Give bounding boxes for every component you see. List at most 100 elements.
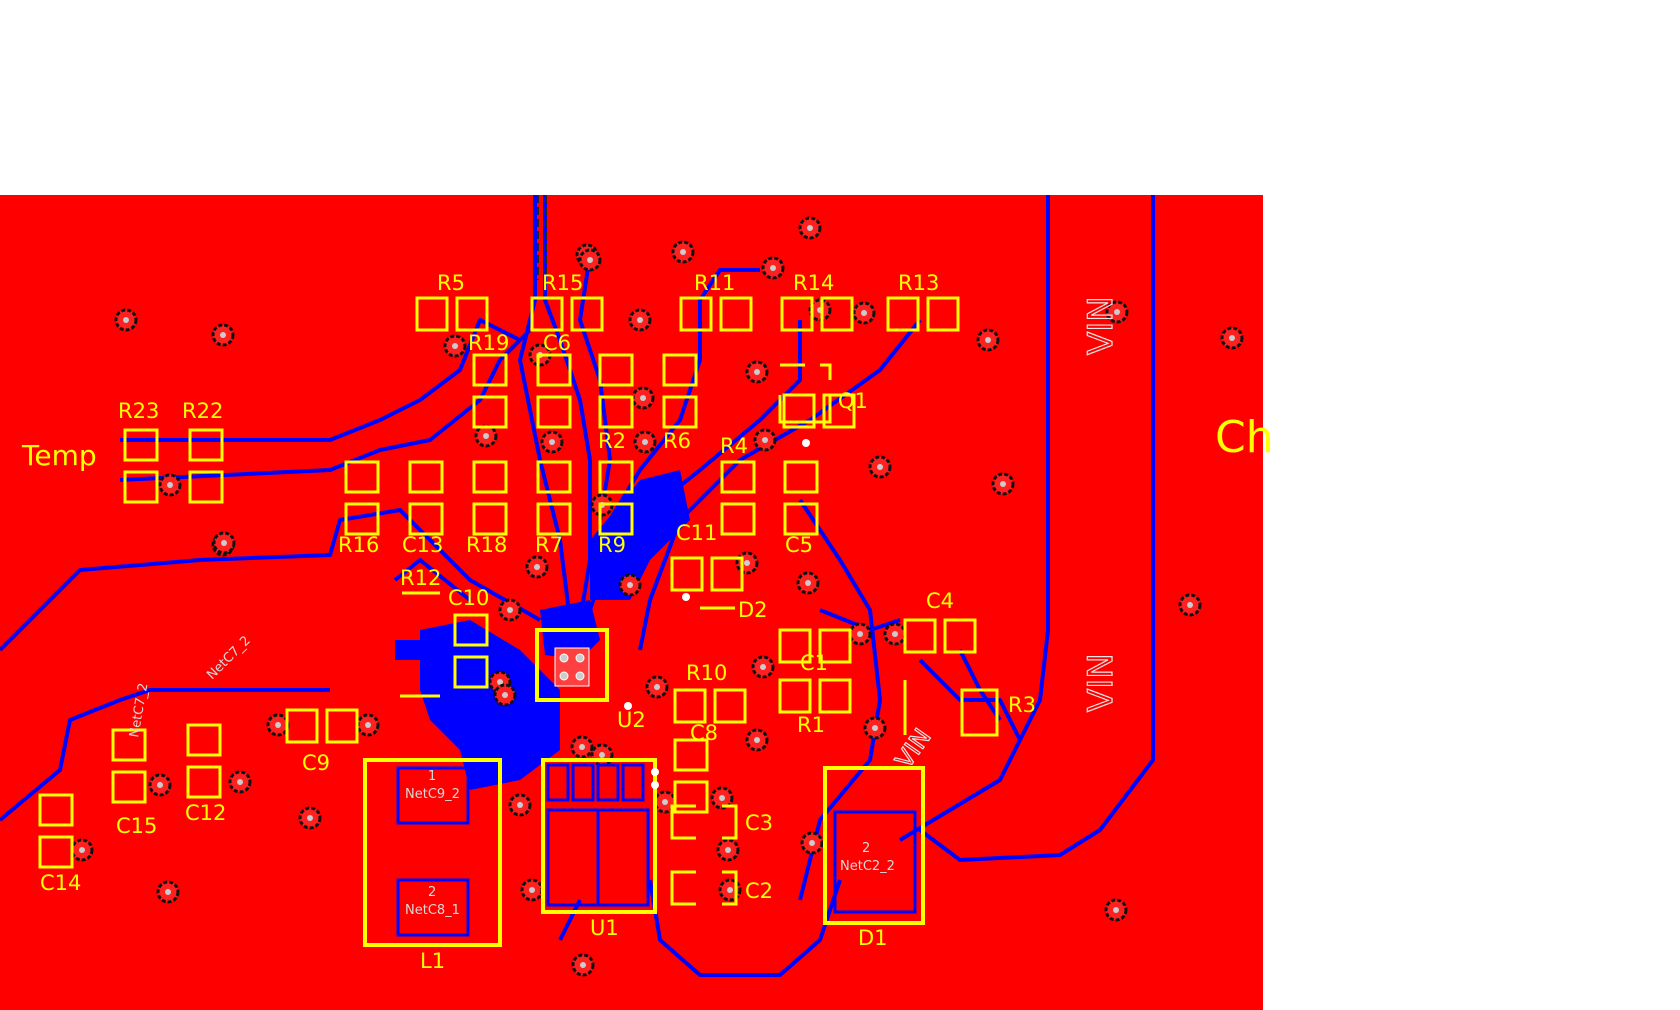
ref-u2: U2 (617, 708, 646, 732)
via-drill (587, 257, 593, 263)
via-drill (662, 799, 668, 805)
smd-pad (598, 502, 634, 536)
via-drill (680, 249, 686, 255)
via-drill (599, 752, 605, 758)
smd-pad (778, 628, 812, 664)
smd-pad (598, 353, 634, 387)
smd-pad (408, 460, 444, 494)
via-drill (872, 725, 878, 731)
ref-r6: R6 (663, 429, 691, 453)
u2-outline (535, 628, 609, 702)
via-drill (857, 631, 863, 637)
net-label-netc2-2: NetC2_2 (840, 859, 895, 874)
smd-pad (111, 770, 147, 804)
smd-pad (415, 296, 449, 332)
smd-pad (820, 296, 854, 332)
ref-c1: C1 (800, 651, 828, 675)
smd-pad (886, 296, 920, 332)
u2-pads (554, 647, 590, 687)
via-drill (642, 439, 648, 445)
via-drill (754, 737, 760, 743)
smd-pad (123, 470, 159, 504)
via-drill (727, 887, 733, 893)
smd-pad (673, 738, 709, 772)
ref-d1: D1 (858, 926, 888, 950)
via-drill (157, 782, 163, 788)
ref-u1: U1 (590, 916, 619, 940)
ref-r1: R1 (797, 713, 825, 737)
ref-r10: R10 (686, 661, 727, 685)
smd-pad (670, 804, 738, 840)
via-drill (985, 337, 991, 343)
via-drill (165, 889, 171, 895)
bottom-traces (0, 195, 1155, 977)
smd-pad (38, 835, 74, 869)
smd-pad (673, 688, 707, 724)
polarity-dots (624, 439, 810, 789)
smd-pad (111, 728, 147, 762)
via-drill (237, 779, 243, 785)
via-drill (1113, 907, 1119, 913)
via-drill (760, 664, 766, 670)
ref-c3: C3 (745, 811, 773, 835)
u1-outline (541, 758, 657, 914)
via-drill (637, 317, 643, 323)
via-drill (754, 369, 760, 375)
via-drill (167, 482, 173, 488)
via-drill (452, 343, 458, 349)
via-drill (580, 962, 586, 968)
ref-c8: C8 (690, 721, 718, 745)
reference-designators: R5 R15 R11 R14 R13 R19 C6 R2 R6 Q1 R23 R… (40, 271, 1036, 973)
smd-pad (325, 708, 359, 744)
via-drill (725, 847, 731, 853)
smd-pad (903, 618, 937, 654)
smd-pad (818, 628, 852, 664)
smd-pad (285, 708, 319, 744)
smd-pad (570, 296, 604, 332)
ref-r13: R13 (898, 271, 939, 295)
via-drill (892, 631, 898, 637)
ref-c5: C5 (785, 533, 813, 557)
via-drill (307, 815, 313, 821)
ref-r7: R7 (535, 533, 563, 557)
vin-label-1: VIN (1081, 296, 1121, 355)
ref-c12: C12 (185, 801, 226, 825)
ref-r22: R22 (182, 399, 223, 423)
via-drill (1229, 335, 1235, 341)
smd-pad (38, 793, 74, 827)
via-drill (483, 433, 489, 439)
smd-pad (123, 428, 159, 462)
via-drill (221, 540, 227, 546)
via-drill (529, 887, 535, 893)
smd-pad (453, 613, 489, 647)
inner-traces (537, 195, 547, 280)
component-outlines (38, 296, 999, 906)
smd-pad (782, 393, 816, 429)
smd-pad (536, 460, 572, 494)
via-drill (877, 464, 883, 470)
smd-pad (780, 296, 814, 332)
smd-pad (662, 395, 698, 429)
pin-label-l1-2: 2 (428, 885, 436, 900)
large-footprints (363, 628, 925, 947)
smd-pad (943, 618, 977, 654)
via-drill (770, 265, 776, 271)
ref-r3: R3 (1008, 693, 1036, 717)
vin-label-2: VIN (1081, 653, 1121, 712)
ref-r12: R12 (400, 566, 441, 590)
smd-pad (822, 393, 856, 429)
ref-c14: C14 (40, 871, 81, 895)
via-drill (640, 395, 646, 401)
smd-pad (719, 296, 753, 332)
ref-r4: R4 (720, 434, 748, 458)
smd-pad (818, 678, 852, 714)
via-drill (719, 795, 725, 801)
ref-c2: C2 (745, 879, 773, 903)
ref-d2: D2 (738, 598, 768, 622)
smd-pad (960, 688, 999, 737)
vias (70, 216, 1244, 977)
smd-pad (598, 460, 634, 494)
smd-pad (188, 470, 224, 504)
smd-pad (598, 395, 634, 429)
l1-outline (363, 758, 502, 947)
